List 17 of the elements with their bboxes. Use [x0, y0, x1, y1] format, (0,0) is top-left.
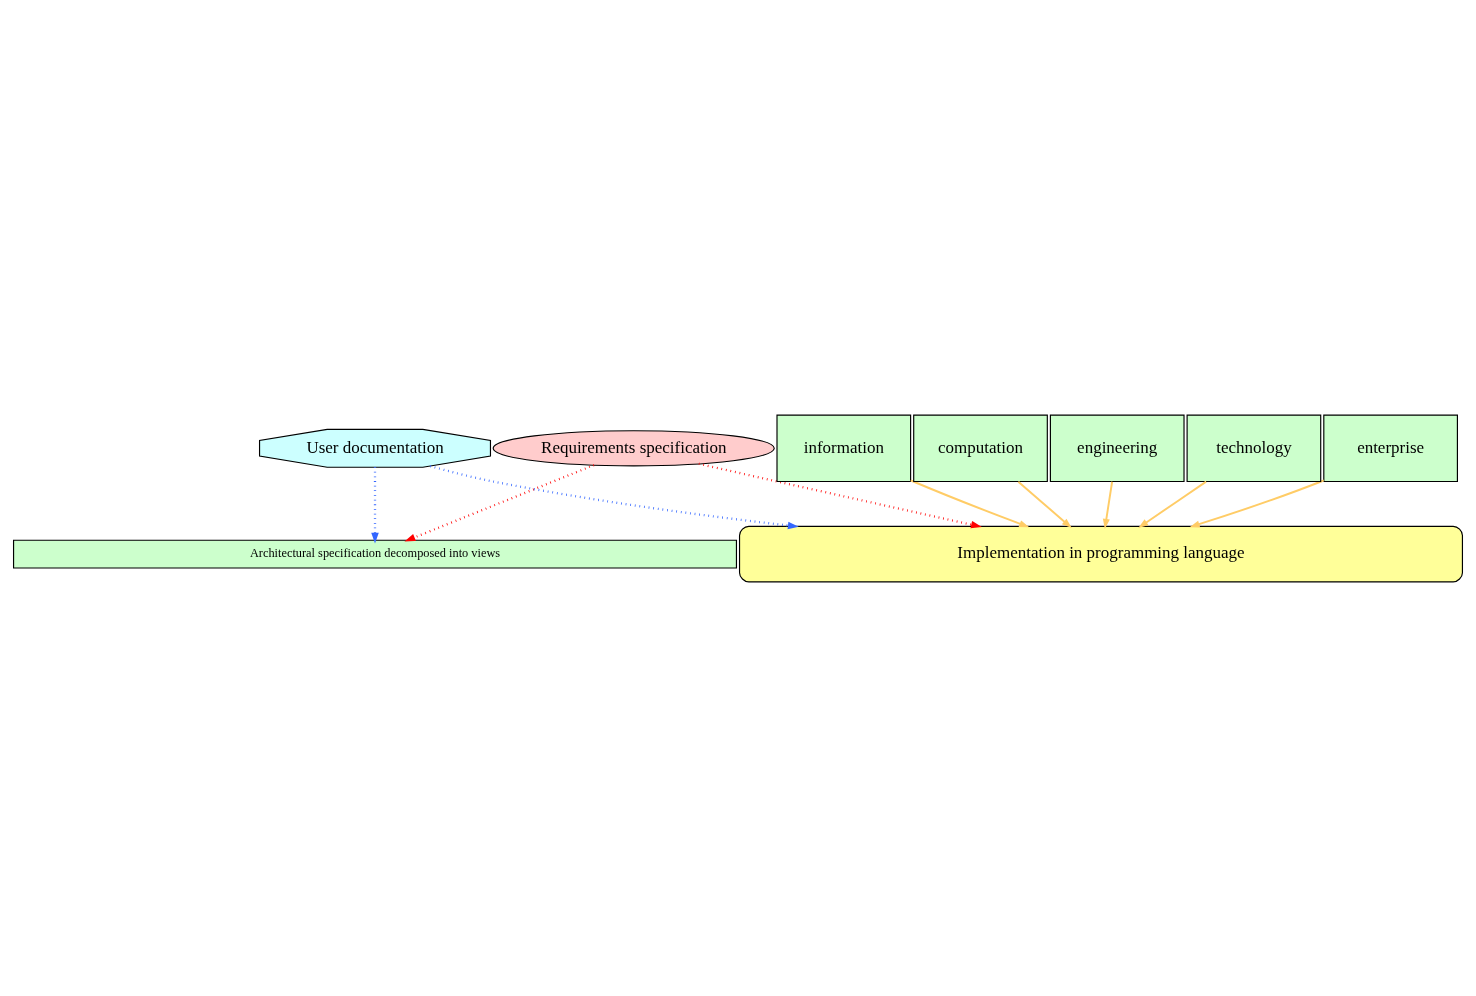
arrow	[698, 462, 982, 528]
node-ellipse: Requirements specification	[492, 429, 775, 466]
node-box: engineering	[1049, 414, 1185, 482]
arrow	[909, 478, 1030, 527]
arrow	[1102, 480, 1114, 529]
arrow	[371, 466, 379, 544]
arrow	[1017, 480, 1072, 528]
node-box: Implementation in programming language	[738, 525, 1463, 582]
arrow	[1189, 479, 1325, 527]
node-box: technology	[1186, 414, 1322, 482]
arrow	[404, 463, 595, 541]
node-box: Architectural specification decomposed into views	[13, 539, 738, 569]
node-box: enterprise	[1323, 414, 1458, 482]
node-box: information	[776, 414, 912, 482]
node-box: computation	[913, 414, 1048, 482]
arrow	[429, 464, 799, 529]
arrow	[1138, 480, 1208, 528]
